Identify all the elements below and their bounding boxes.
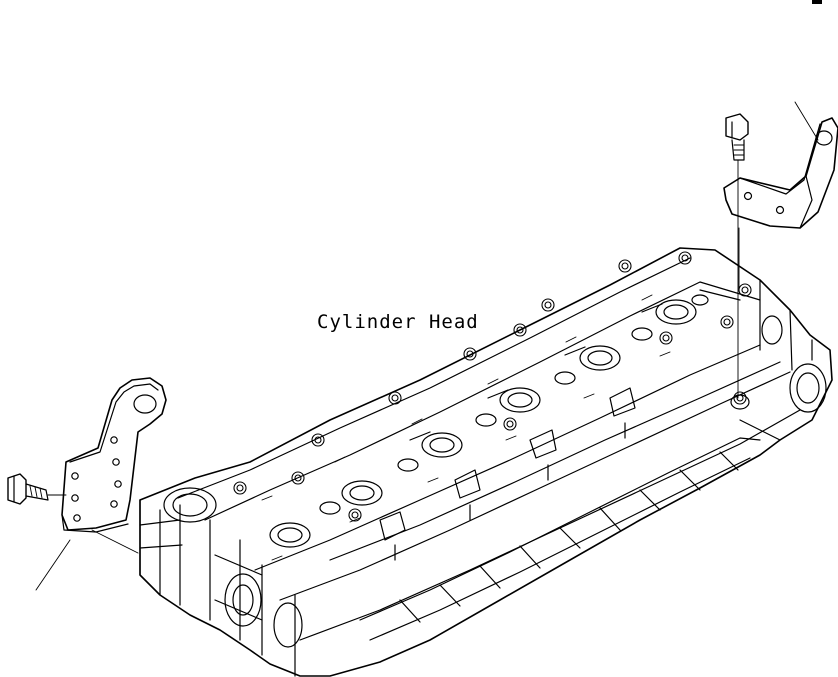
head-bolts <box>233 251 752 522</box>
rear-lifting-bracket <box>723 117 838 229</box>
assembly-lines <box>35 101 819 591</box>
front-lifting-bracket <box>61 377 167 533</box>
cylinder-head <box>139 247 833 677</box>
cylinder-head-label: Cylinder Head <box>317 311 479 333</box>
corner-mark <box>812 0 822 4</box>
valve-pockets <box>269 294 709 548</box>
bolt-hole <box>730 394 750 410</box>
front-bracket-bolt <box>7 473 49 505</box>
rear-bracket-bolt <box>725 113 749 161</box>
